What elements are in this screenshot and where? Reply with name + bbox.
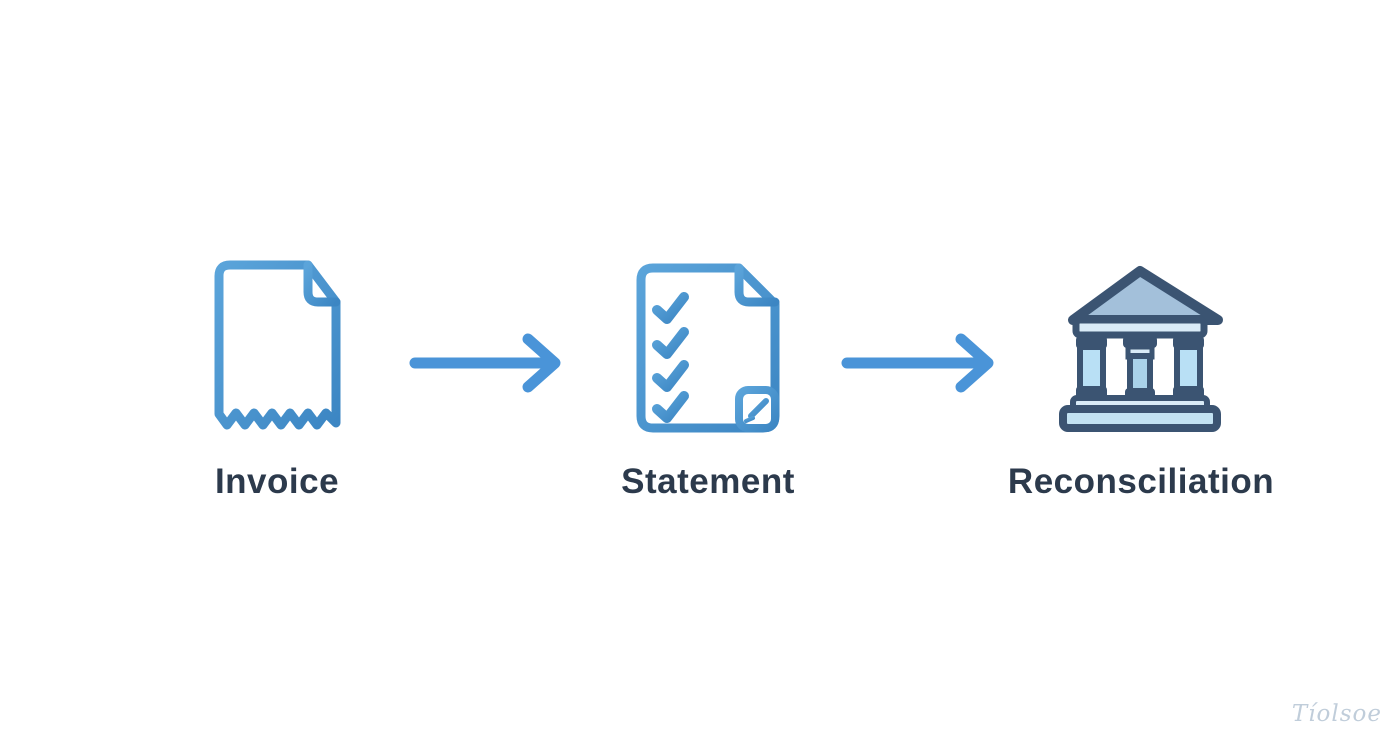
step-label-statement: Statement	[621, 462, 795, 501]
step-label-invoice: Invoice	[214, 462, 340, 501]
bank-building-icon	[1059, 266, 1223, 432]
statement-checklist-icon	[636, 263, 780, 433]
invoice-receipt-icon	[214, 260, 341, 430]
step-label-reconciliation: Reconsciliation	[1007, 462, 1275, 501]
arrow-right-icon-2	[841, 333, 994, 393]
watermark-signature: Tíolsoe	[1291, 701, 1382, 727]
arrow-right-icon-1	[409, 333, 561, 393]
